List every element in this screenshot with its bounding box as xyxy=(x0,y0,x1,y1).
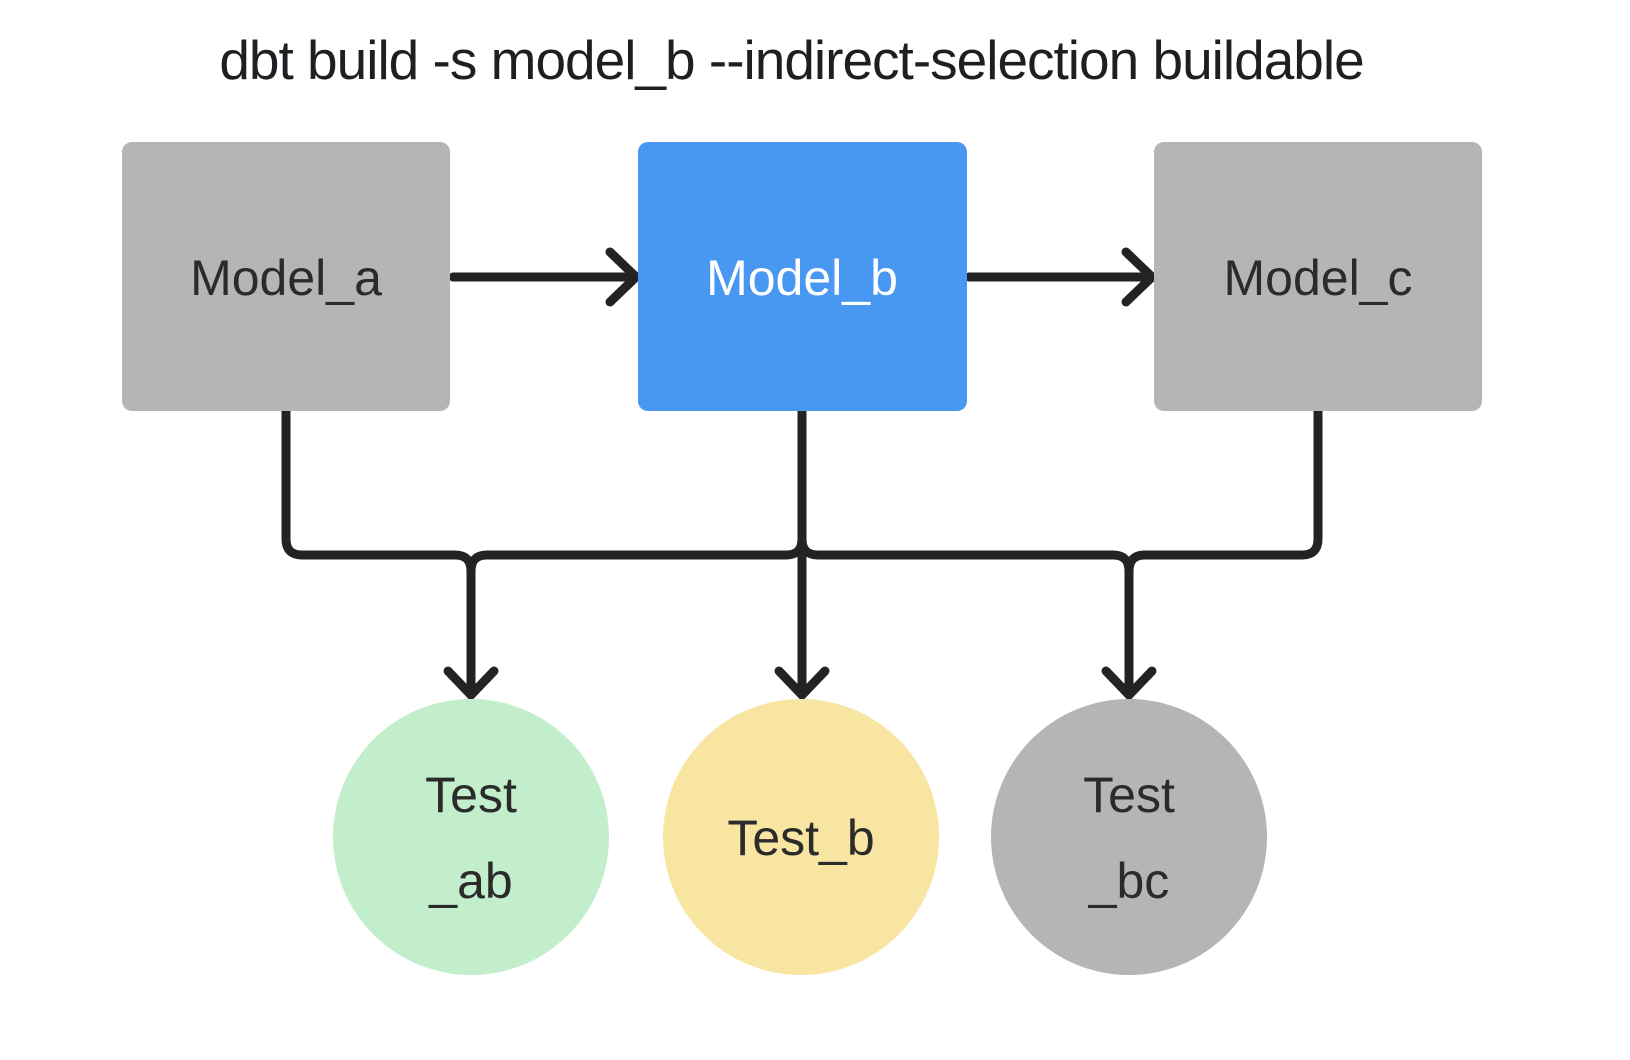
diagram-title: dbt build -s model_b --indirect-selectio… xyxy=(219,29,1364,91)
test-b-circle xyxy=(663,699,939,975)
edge-model-a-to-test-ab xyxy=(281,406,476,700)
model-a-label: Model_a xyxy=(190,250,382,306)
test-ab-label-line-1: Test xyxy=(425,767,517,823)
model-a-node: Model_a xyxy=(122,142,450,411)
test-bc-node: Test _bc xyxy=(991,699,1267,975)
test-bc-circle xyxy=(991,699,1267,975)
arrowhead-into-test-ab xyxy=(443,666,499,700)
model-c-box xyxy=(1154,142,1482,411)
test-bc-label-line-1: Test xyxy=(1083,767,1175,823)
test-ab-label-line-2: _ab xyxy=(428,853,512,909)
arrowhead-into-test-b xyxy=(774,666,830,700)
model-a-box xyxy=(122,142,450,411)
edge-model-b-to-model-c xyxy=(964,247,1157,307)
model-b-box xyxy=(638,142,967,411)
model-b-label: Model_b xyxy=(706,250,898,306)
test-b-node: Test_b xyxy=(663,699,939,975)
edges-layer xyxy=(281,247,1323,700)
test-ab-circle xyxy=(333,699,609,975)
model-b-node: Model_b xyxy=(638,142,967,411)
model-c-label: Model_c xyxy=(1224,250,1413,306)
test-b-label: Test_b xyxy=(727,810,874,866)
edge-model-b-to-test-ab xyxy=(466,406,807,700)
edge-model-c-to-test-bc xyxy=(1124,406,1323,700)
edge-model-a-to-model-b xyxy=(448,247,641,307)
model-c-node: Model_c xyxy=(1154,142,1482,411)
test-ab-node: Test _ab xyxy=(333,699,609,975)
arrowhead-into-test-bc xyxy=(1101,666,1157,700)
edge-model-b-to-test-bc xyxy=(797,406,1134,700)
test-bc-label-line-2: _bc xyxy=(1088,853,1170,909)
